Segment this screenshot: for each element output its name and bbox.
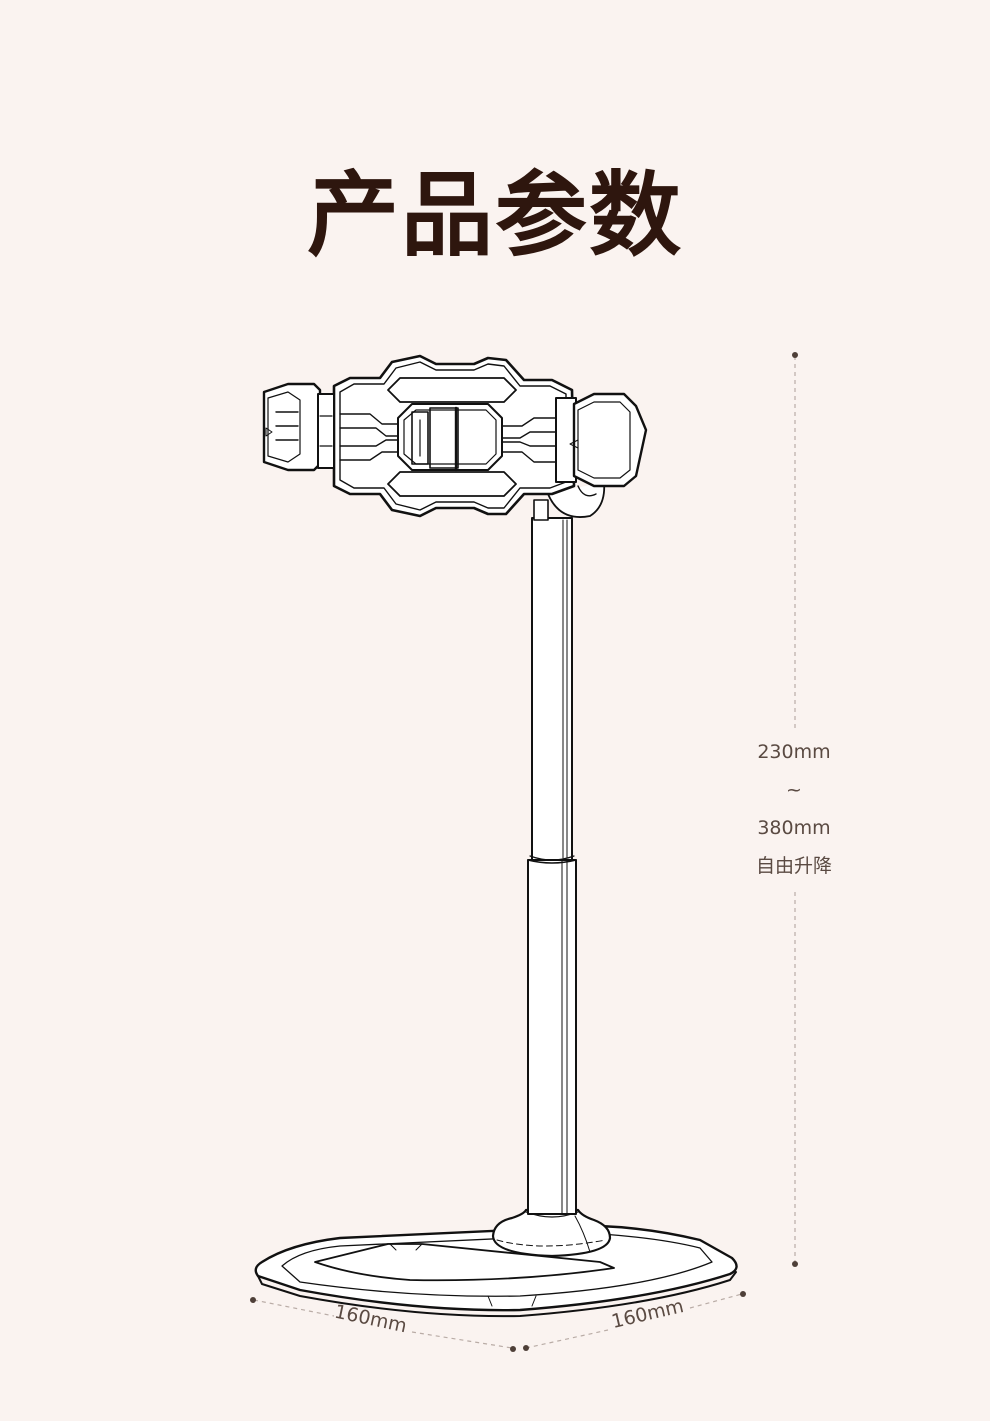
dimension-endpoints bbox=[250, 352, 798, 1352]
height-min: 230mm bbox=[757, 741, 831, 763]
phone-clamp-head bbox=[262, 354, 648, 518]
height-dimension-label: 230mm ~ 380mm 自由升降 bbox=[744, 733, 844, 885]
page-title: 产品参数 bbox=[306, 161, 683, 269]
stand-foot bbox=[491, 1208, 612, 1258]
height-separator: ~ bbox=[786, 779, 802, 801]
height-note: 自由升降 bbox=[755, 855, 832, 877]
height-max: 380mm bbox=[757, 817, 831, 839]
ball-joint bbox=[533, 481, 606, 521]
telescopic-pole bbox=[527, 517, 577, 1215]
dimension-lines bbox=[253, 356, 796, 1349]
